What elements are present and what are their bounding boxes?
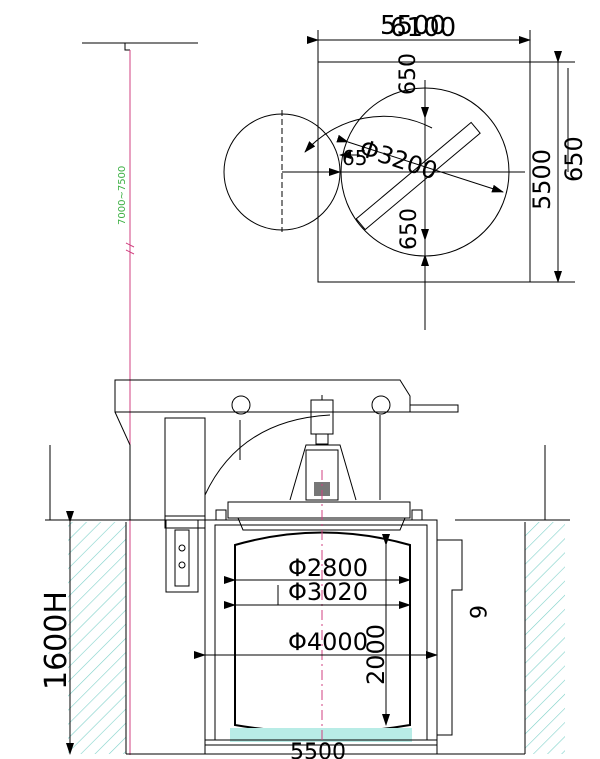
furnace-base: [204, 739, 438, 755]
swing-arm: [355, 121, 481, 231]
cooling-pipe: [437, 539, 463, 736]
water-level: [230, 728, 412, 742]
height-range-label: 7000~7500: [117, 166, 128, 225]
dia-2800-label: Φ2800: [288, 554, 368, 582]
pit-wall-right: [525, 522, 565, 754]
hydraulic-column: [164, 417, 206, 517]
motor: [310, 399, 334, 435]
elevation-view: 7000~7500 1600H: [39, 42, 570, 759]
dim-width-top: 5500: [380, 11, 446, 41]
dim-height-right-b: 650: [560, 136, 588, 182]
rotation-arc: [304, 115, 433, 153]
dia-3020-label: Φ3020: [288, 578, 368, 606]
inner-height-label: 2000: [362, 624, 390, 685]
dim-height-right: 5500: [528, 149, 556, 210]
dim-offset-650: 650: [396, 53, 421, 95]
side-label: 6: [464, 605, 489, 619]
dia-4000-label: Φ4000: [288, 628, 368, 656]
dim-diameter: Φ3200: [356, 134, 441, 185]
furnace-lid: [227, 501, 411, 519]
pit-wall-left: [68, 522, 126, 754]
diameter-line: [336, 134, 504, 193]
lift-cylinder: [165, 519, 199, 593]
top-view: 5500 6100 650 5500 650 Φ3200 65 650: [223, 11, 588, 330]
base-width-label: 5500: [290, 740, 346, 759]
dim-offset-650-b: 650: [397, 208, 422, 250]
furnace-shell: [204, 519, 438, 746]
gantry-beam: [114, 379, 411, 413]
pulley-left: [231, 395, 251, 415]
pulley-right: [371, 395, 391, 415]
dim-width-top-b: 6100: [390, 13, 456, 43]
pit-depth-label: 1600H: [39, 591, 74, 690]
dim-offset-65: 65: [342, 146, 367, 170]
